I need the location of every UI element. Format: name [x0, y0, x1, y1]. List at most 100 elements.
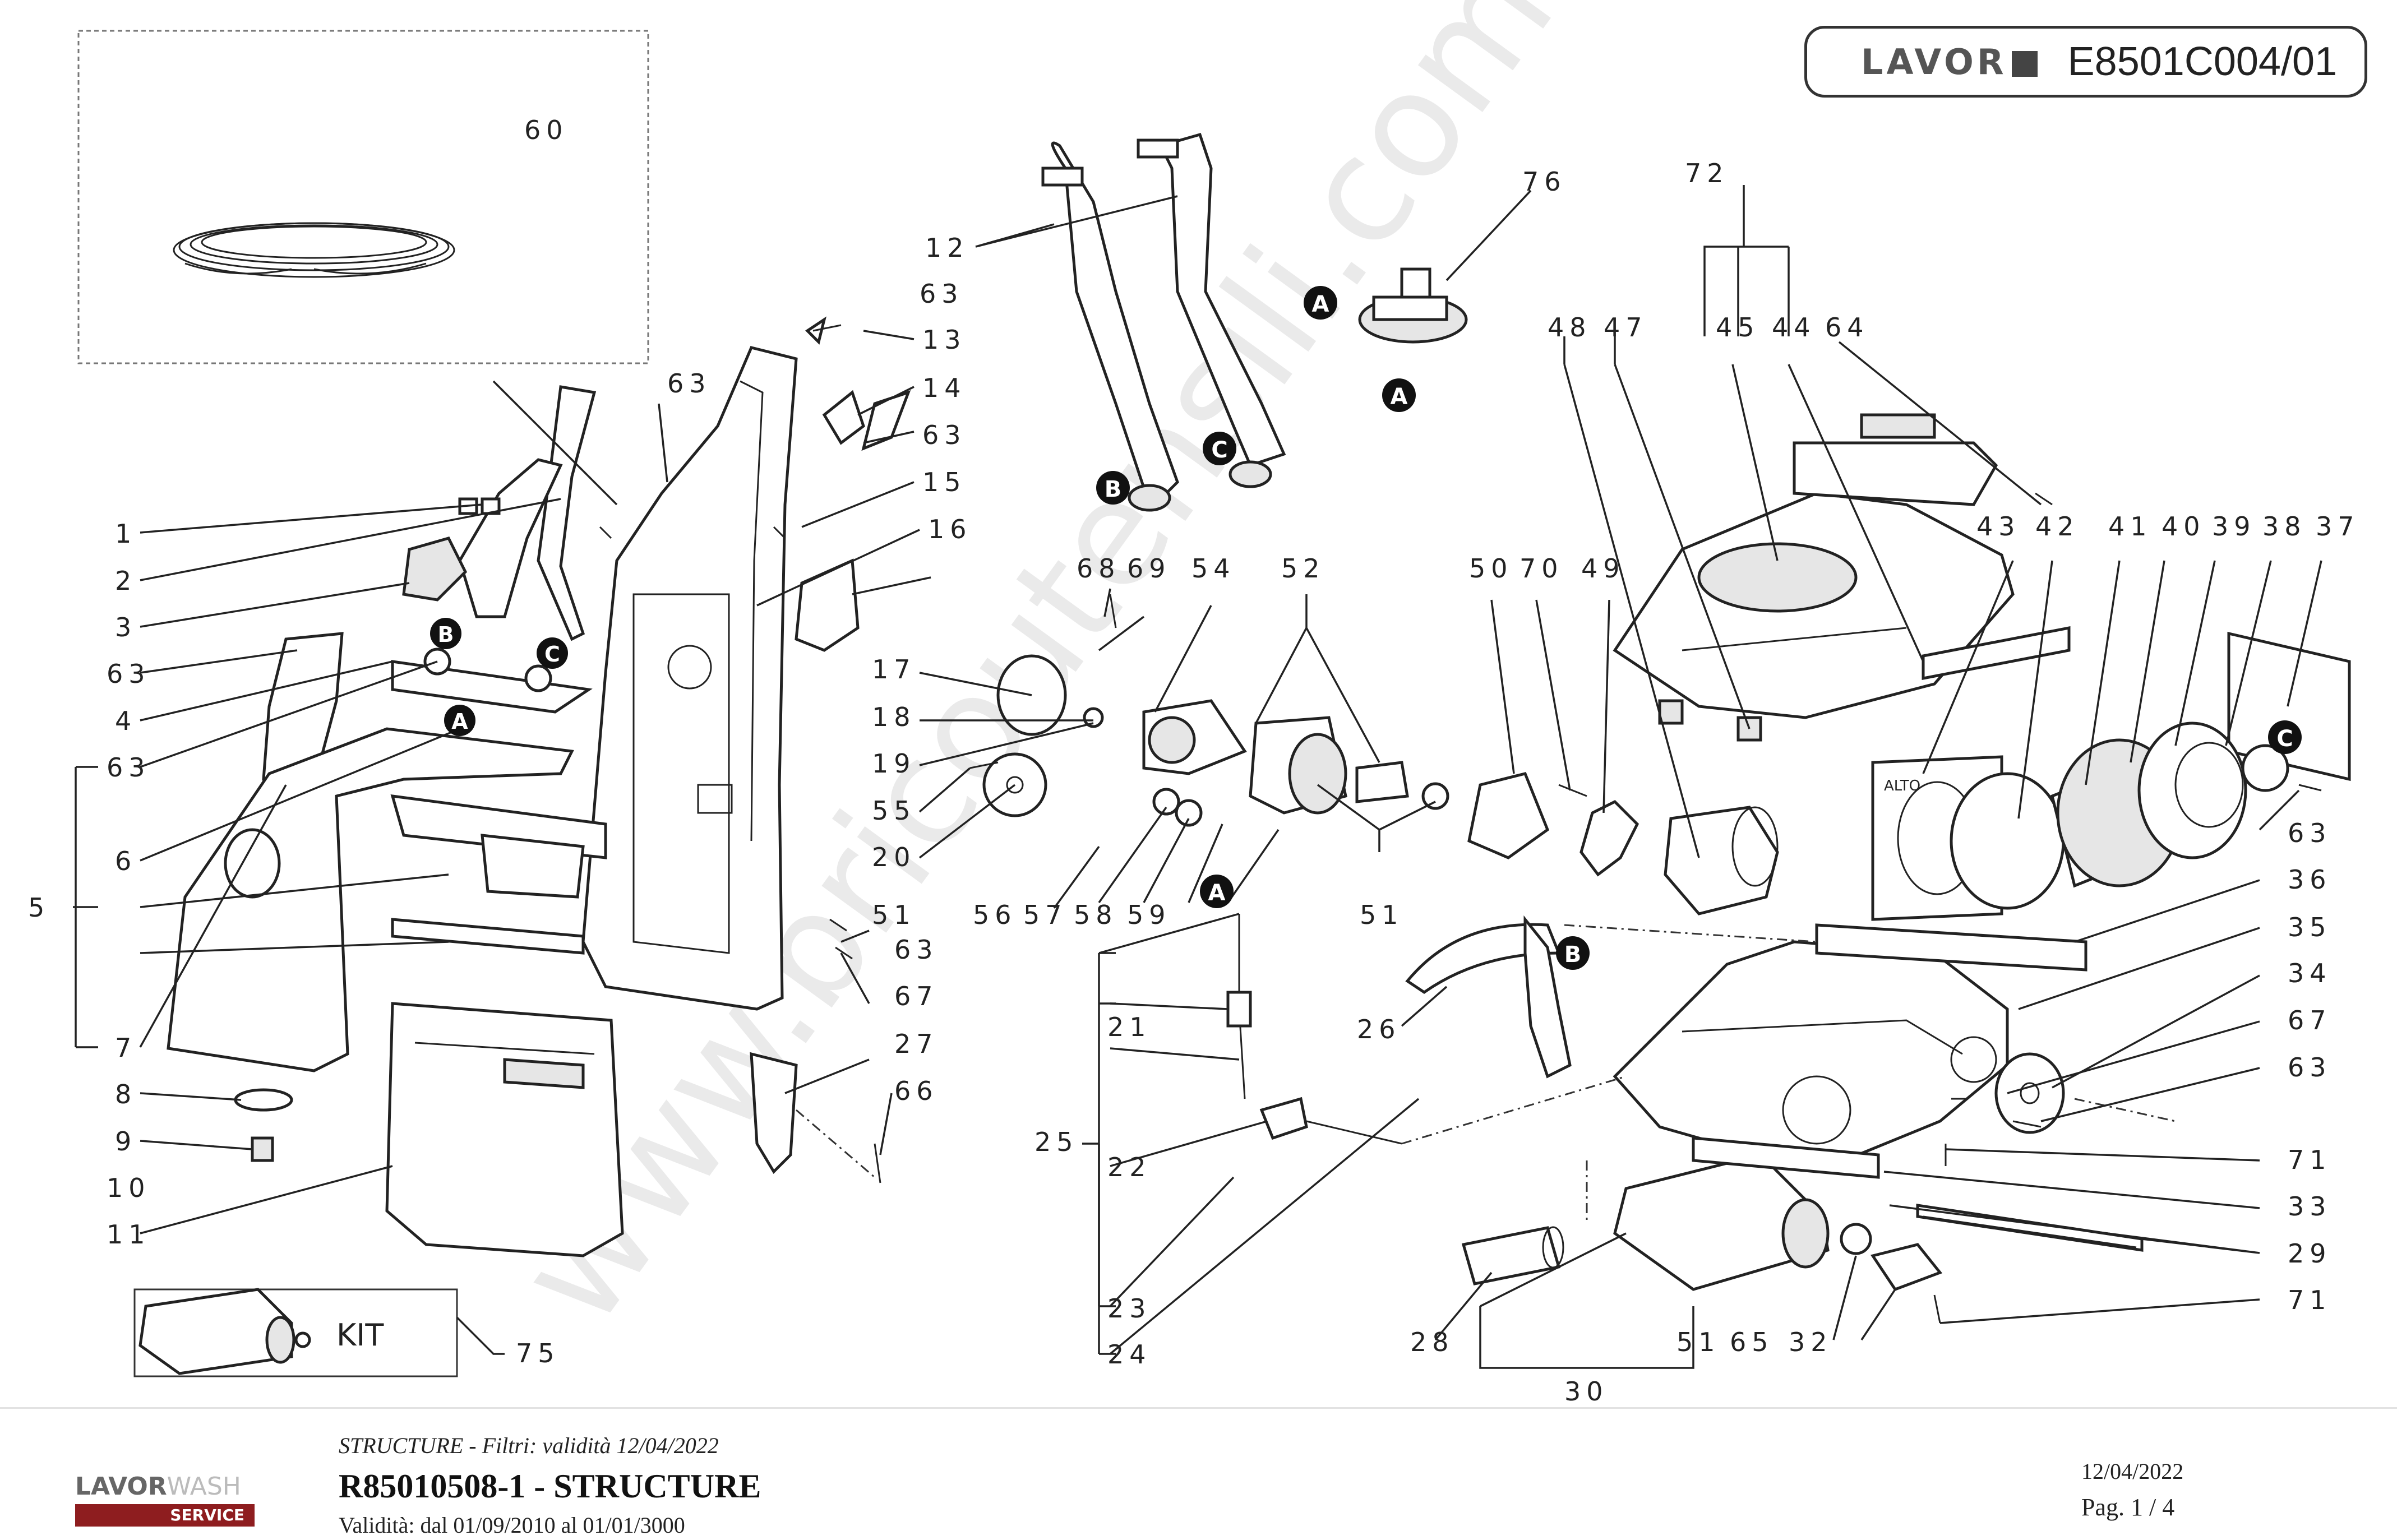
label-11: 11: [107, 1219, 151, 1250]
label-65: 65: [1730, 1327, 1774, 1357]
label-1: 1: [115, 519, 137, 549]
part-16: [795, 558, 860, 652]
label-57: 57: [1023, 900, 1068, 930]
marker-b-hose26: B: [1556, 936, 1590, 970]
label-19: 19: [872, 748, 916, 779]
motor-52: [1249, 716, 1449, 815]
footer-page-number: Pag. 1 / 4: [2081, 1493, 2175, 1521]
footer-logo-suffix: WASH: [167, 1472, 241, 1501]
motor-stack-38-42: [1950, 722, 2289, 910]
exploded-diagram: www.bricoutensili.com: [28, 0, 2367, 1402]
label-3: 3: [115, 612, 137, 642]
part-27-pedal: [750, 1052, 798, 1174]
svg-text:A: A: [451, 709, 468, 734]
doc-header: LAVOR E8501C004/01: [1804, 26, 2367, 98]
part-11-bin: [385, 1002, 624, 1257]
label-28: 28: [1410, 1327, 1454, 1357]
svg-text:C: C: [544, 642, 560, 667]
label-66: 66: [894, 1076, 939, 1106]
label-23: 23: [1107, 1293, 1152, 1324]
footer-subtitle: STRUCTURE - Filtri: validità 12/04/2022: [339, 1433, 719, 1458]
label-40: 40: [2162, 511, 2206, 542]
label-4: 4: [115, 706, 137, 736]
label-60: 60: [524, 115, 569, 145]
label-71-a: 71: [2288, 1145, 2332, 1175]
label-17: 17: [872, 654, 916, 685]
wheel-34: [1994, 1052, 2065, 1134]
label-41: 41: [2108, 511, 2153, 542]
kit-label: KIT: [336, 1317, 384, 1353]
label-27: 27: [894, 1029, 939, 1059]
part-32: [1870, 1243, 1943, 1292]
label-51-a: 51: [872, 900, 916, 930]
label-48: 48: [1548, 312, 1592, 343]
label-49: 49: [1581, 553, 1625, 584]
label-22: 22: [1107, 1152, 1152, 1182]
label-63-d: 63: [107, 659, 151, 689]
label-70: 70: [1520, 553, 1564, 584]
svg-text:B: B: [438, 622, 454, 647]
svg-text:C: C: [2276, 726, 2293, 752]
marker-a-top: A: [1304, 286, 1337, 320]
label-44: 44: [1772, 312, 1816, 343]
part-2-knob: [402, 537, 468, 602]
screws: [599, 324, 2322, 1324]
label-12: 12: [925, 233, 969, 263]
part-9-seal: [234, 1088, 293, 1112]
kit-box: KIT: [133, 1288, 505, 1377]
svg-text:A: A: [1312, 292, 1329, 317]
marker-a-line: A: [1200, 875, 1234, 908]
label-24: 24: [1107, 1339, 1152, 1370]
label-30: 30: [1564, 1376, 1609, 1402]
label-71-b: 71: [2288, 1285, 2332, 1315]
label-32: 32: [1789, 1327, 1833, 1357]
cable-detail-box: [77, 30, 649, 364]
part-13: [822, 390, 865, 445]
label-63-b: 63: [922, 420, 967, 450]
label-75: 75: [516, 1338, 560, 1368]
label-45: 45: [1716, 312, 1760, 343]
footer-logo-main: LAVOR: [75, 1472, 167, 1501]
part-6-tray: [391, 660, 593, 714]
label-8: 8: [115, 1079, 137, 1109]
label-63-g: 63: [2288, 818, 2332, 848]
label-67-b: 67: [2288, 1005, 2332, 1035]
upright-frame: [581, 346, 798, 1011]
label-63-a: 63: [920, 279, 964, 309]
footer-logo-service: SERVICE: [75, 1504, 255, 1527]
part-76-switch: [1358, 267, 1468, 344]
label-63-f: 63: [894, 935, 939, 965]
label-34: 34: [2288, 958, 2332, 988]
base-chassis: [1613, 923, 2087, 1173]
label-36: 36: [2288, 864, 2332, 895]
label-18: 18: [872, 702, 916, 732]
label-51-b: 51: [1360, 900, 1404, 930]
marker-c-tray: C: [537, 637, 568, 669]
label-63-c: 63: [667, 368, 712, 399]
part-labels: 60 12 76 72 63 13 14 63 15 16 63 48 47 4…: [28, 115, 2354, 1402]
footer-date: 12/04/2022: [2081, 1459, 2184, 1484]
label-25: 25: [1034, 1127, 1079, 1157]
label-76: 76: [1522, 167, 1567, 197]
footer-validity: Validità: dal 01/09/2010 al 01/01/3000: [339, 1513, 685, 1538]
label-13: 13: [922, 325, 967, 355]
hose-line-21-24: [1226, 914, 1402, 1145]
label-38: 38: [2262, 511, 2307, 542]
label-55: 55: [872, 796, 916, 826]
part-48-filter: [1664, 806, 1779, 915]
marker-b-tray: B: [430, 618, 461, 649]
part-28-roller: [1461, 1226, 1564, 1285]
label-59: 59: [1127, 900, 1171, 930]
label-64: 64: [1825, 312, 1869, 343]
svg-text:A: A: [1391, 384, 1408, 410]
front-handle: [458, 385, 597, 641]
label-15: 15: [922, 467, 967, 497]
label-63-e: 63: [107, 752, 151, 783]
label-69: 69: [1127, 553, 1171, 584]
label-10: 10: [107, 1173, 151, 1203]
label-21: 21: [1107, 1012, 1152, 1042]
diagram-canvas: www.bricoutensili.com: [28, 0, 2354, 1402]
part-45-bar: [1793, 413, 1998, 506]
